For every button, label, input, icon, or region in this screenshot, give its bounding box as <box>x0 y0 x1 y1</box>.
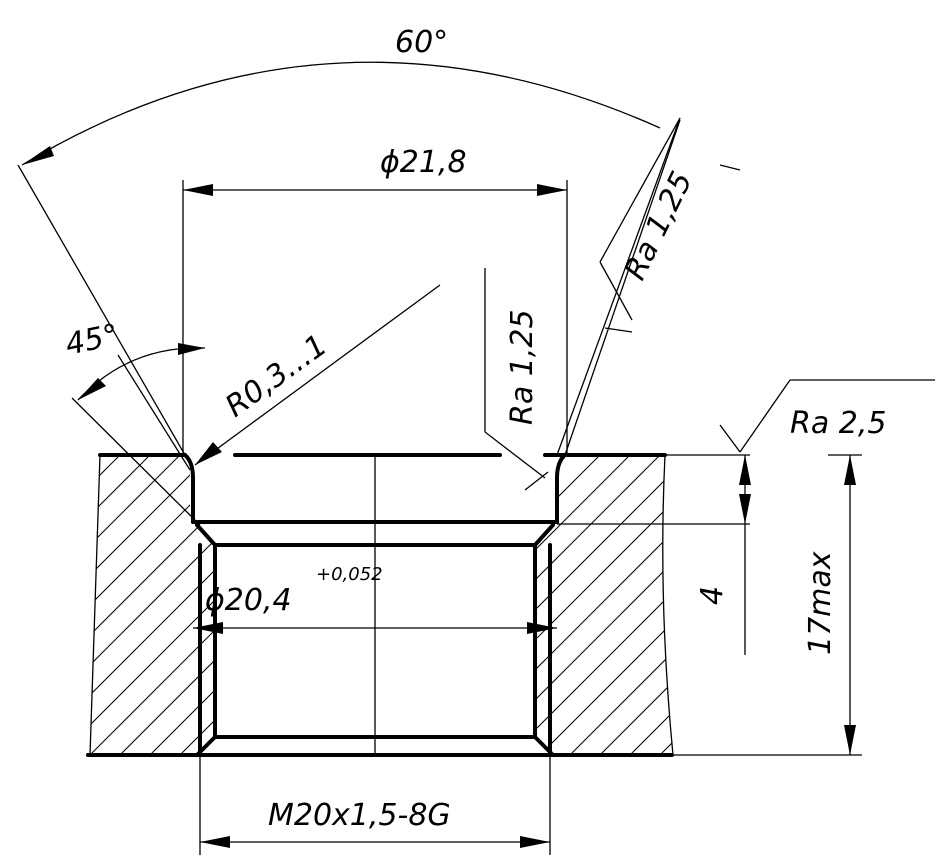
depth-17max-label: 17max <box>803 551 838 655</box>
tolerance-label: +0,052 <box>316 564 383 585</box>
depth-17max-dimension: 17max <box>672 454 862 756</box>
part-outline <box>86 453 674 757</box>
diameter-20-4-dimension: ϕ20,4 +0,052 <box>193 564 557 634</box>
diameter-21-8-dimension: ϕ21,8 <box>182 145 568 455</box>
roughness-right-label: Ra 1,25 <box>618 166 700 285</box>
angle-60-label: 60° <box>395 25 448 60</box>
depth-4-label: 4 <box>695 586 730 605</box>
roughness-side: Ra 2,5 <box>719 379 935 453</box>
hatching-left <box>90 455 215 755</box>
angle-45-label: 45° <box>62 318 121 363</box>
diameter-21-8-label: ϕ21,8 <box>380 145 467 180</box>
radius-dimension: R0,3...1 <box>194 284 441 466</box>
depth-4-dimension: 4 <box>557 454 751 655</box>
roughness-side-label: Ra 2,5 <box>790 406 886 441</box>
hatching-right <box>535 455 673 755</box>
thread-dimension: M20x1,5-8G <box>199 755 551 855</box>
thread-label: M20x1,5-8G <box>268 798 451 833</box>
roughness-left-label: Ra 1,25 <box>505 309 540 425</box>
outer-boundary <box>89 454 674 756</box>
diameter-20-4-label: ϕ20,4 <box>205 583 292 618</box>
angle-60-dimension: 60° <box>17 25 681 456</box>
roughness-right: Ra 1,25 <box>556 117 741 456</box>
roughness-left: Ra 1,25 <box>484 268 549 491</box>
